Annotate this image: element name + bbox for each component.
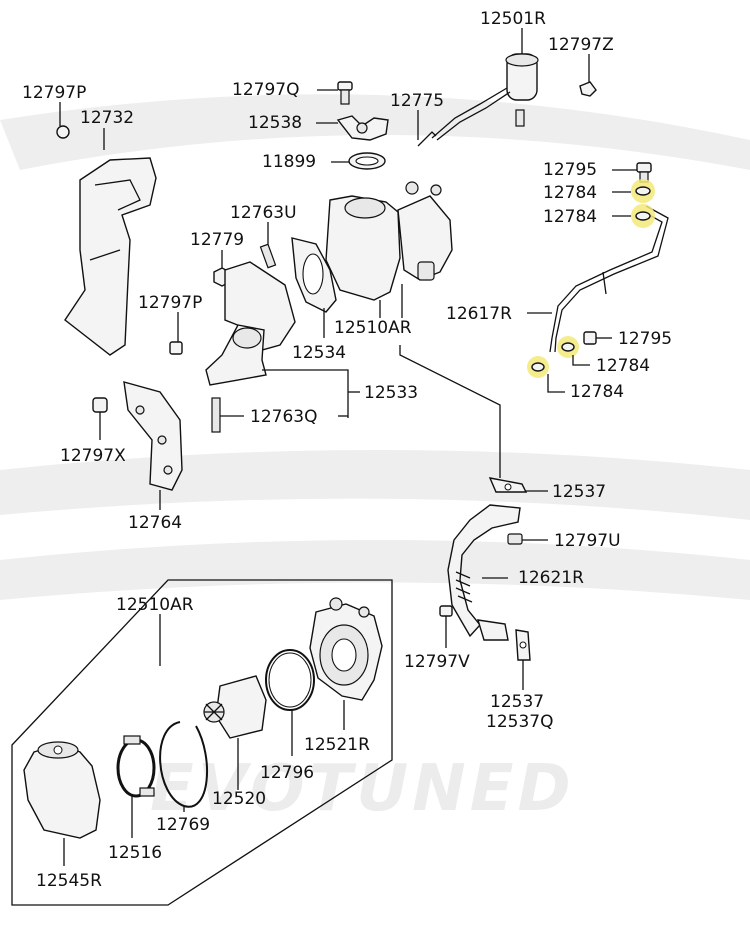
label-12537-a[interactable]: 12537: [552, 482, 606, 502]
label-12797P-mid[interactable]: 12797P: [138, 293, 202, 313]
watermark-text: EVOTUNED: [150, 752, 575, 826]
label-12732[interactable]: 12732: [80, 108, 134, 128]
label-12797Q[interactable]: 12797Q: [232, 80, 299, 100]
label-12538[interactable]: 12538: [248, 113, 302, 133]
bracket-12538[interactable]: [336, 115, 389, 141]
cartridge-12520[interactable]: [203, 675, 267, 739]
compressor-housing-12545R[interactable]: [23, 741, 101, 839]
label-12796[interactable]: 12796: [260, 763, 314, 783]
turbocharger-12510AR[interactable]: [325, 181, 453, 301]
gasket-11899[interactable]: [348, 152, 386, 170]
gasket-12534[interactable]: [291, 237, 337, 313]
bolt-12795-mid[interactable]: [583, 331, 597, 345]
label-12537Q[interactable]: 12537Q: [486, 712, 553, 732]
bolt-12795-top[interactable]: [636, 162, 652, 183]
bolt-12797U[interactable]: [507, 533, 523, 545]
label-12545R[interactable]: 12545R: [36, 871, 102, 891]
turbine-housing-12521R[interactable]: [309, 597, 383, 701]
label-12617R[interactable]: 12617R: [446, 304, 512, 324]
bolt-12797P-top[interactable]: [56, 125, 70, 139]
exhaust-elbow-12533[interactable]: [205, 261, 296, 386]
label-11899[interactable]: 11899: [262, 152, 316, 172]
part-labels: 12501R 12797Z 12797P 12732 12797Q 12775 …: [22, 9, 672, 891]
snap-ring-12769[interactable]: [159, 721, 208, 808]
label-12779[interactable]: 12779: [190, 230, 244, 250]
label-12510AR-box[interactable]: 12510AR: [116, 595, 194, 615]
bolt-12797V[interactable]: [439, 605, 453, 617]
label-12784-a[interactable]: 12784: [543, 183, 597, 203]
label-12533[interactable]: 12533: [364, 383, 418, 403]
bolt-12797P-mid[interactable]: [169, 341, 183, 355]
label-12501R[interactable]: 12501R: [480, 9, 546, 29]
bolt-12797Z[interactable]: [579, 81, 597, 97]
label-12784-b[interactable]: 12784: [543, 207, 597, 227]
label-12797X[interactable]: 12797X: [60, 446, 126, 466]
label-12784-c[interactable]: 12784: [596, 356, 650, 376]
stud-12763Q[interactable]: [211, 397, 221, 433]
oil-return-pipe-12621R[interactable]: [447, 504, 521, 641]
pin-12775[interactable]: [417, 131, 437, 147]
label-12775[interactable]: 12775: [390, 91, 444, 111]
label-12797Z[interactable]: 12797Z: [548, 35, 614, 55]
leader-lines: [59, 28, 637, 866]
bolt-12797Q[interactable]: [337, 81, 353, 105]
label-12521R[interactable]: 12521R: [304, 735, 370, 755]
label-12795-top[interactable]: 12795: [543, 160, 597, 180]
washer-12784-b[interactable]: [631, 204, 655, 228]
oil-pipe-12617R[interactable]: [549, 205, 669, 353]
label-12537-b[interactable]: 12537: [490, 692, 544, 712]
label-12795-mid[interactable]: 12795: [618, 329, 672, 349]
exploded-view-box: [11, 579, 393, 906]
label-12764[interactable]: 12764: [128, 513, 182, 533]
gasket-12537-b[interactable]: [515, 629, 531, 661]
washer-12784-d[interactable]: [527, 356, 549, 378]
bracket-12764[interactable]: [123, 381, 183, 491]
stud-12763U[interactable]: [259, 243, 277, 269]
label-12797V[interactable]: 12797V: [404, 652, 470, 672]
heat-shield-12732[interactable]: [64, 157, 157, 356]
label-12763Q[interactable]: 12763Q: [250, 407, 317, 427]
label-12534[interactable]: 12534: [292, 343, 346, 363]
washer-12784-c[interactable]: [557, 336, 579, 358]
o-ring-12796[interactable]: [265, 649, 315, 711]
label-12520[interactable]: 12520: [212, 789, 266, 809]
label-12797P-top[interactable]: 12797P: [22, 83, 86, 103]
label-12510AR-main[interactable]: 12510AR: [334, 318, 412, 338]
bolt-12797X[interactable]: [92, 397, 108, 413]
label-12763U[interactable]: 12763U: [230, 203, 297, 223]
label-12797U[interactable]: 12797U: [554, 531, 621, 551]
label-12784-d[interactable]: 12784: [570, 382, 624, 402]
label-12516[interactable]: 12516: [108, 843, 162, 863]
clamp-12516[interactable]: [116, 735, 156, 798]
label-12621R[interactable]: 12621R: [518, 568, 584, 588]
washer-12784-a[interactable]: [631, 179, 655, 203]
gasket-12537-a[interactable]: [488, 477, 528, 493]
label-12769[interactable]: 12769: [156, 815, 210, 835]
